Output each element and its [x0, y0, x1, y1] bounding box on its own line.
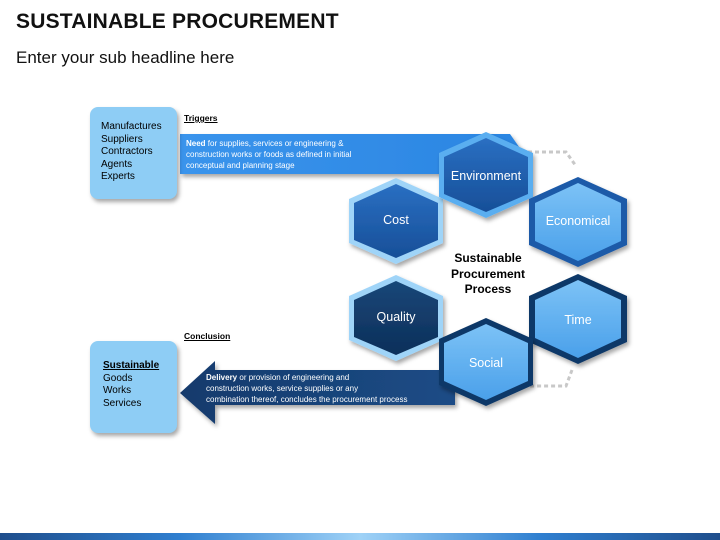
hexagon-environment — [439, 132, 533, 218]
conclusion-item: Works — [103, 385, 132, 396]
conclusion-arrow-line1: or provision of engineering and — [237, 373, 350, 382]
bottom-decorative-bar — [0, 533, 720, 540]
trigger-item: Manufactures — [101, 121, 162, 132]
connector-environment-economical — [528, 150, 578, 167]
triggers-label: Triggers — [184, 113, 218, 123]
conclusion-arrow — [180, 361, 455, 424]
triggers-arrow-line1: for supplies, services or engineering & — [205, 139, 344, 148]
hex-label-environment: Environment — [450, 169, 522, 183]
triggers-arrow-text: Need for supplies, services or engineeri… — [186, 138, 351, 171]
conclusion-label: Conclusion — [184, 331, 231, 341]
hexagon-quality — [349, 275, 443, 361]
conclusion-box: Sustainable Goods Works Services — [90, 341, 177, 433]
center-label-line1: Sustainable — [454, 251, 522, 265]
triggers-box: Manufactures Suppliers Contractors Agent… — [90, 107, 177, 199]
conclusion-arrow-bold: Delivery — [206, 373, 238, 382]
triggers-arrow — [180, 134, 524, 174]
center-label-line3: Process — [464, 282, 512, 296]
process-center-label: Sustainable Procurement Process — [438, 251, 538, 298]
conclusion-item: Goods — [103, 372, 133, 384]
hexagon-time — [529, 274, 627, 364]
triggers-arrow-line2: construction works or foods as defined i… — [186, 150, 352, 159]
hex-label-time: Time — [564, 313, 592, 327]
connector-time-social — [522, 369, 574, 388]
trigger-item: Contractors — [101, 146, 153, 157]
triggers-arrow-line3: conceptual and planning stage — [186, 161, 295, 170]
page-title: SUSTAINABLE PROCUREMENT — [16, 10, 339, 33]
conclusion-item: Services — [103, 397, 142, 409]
hex-label-social: Social — [468, 356, 504, 370]
page-subtitle: Enter your sub headline here — [16, 48, 235, 67]
hex-label-quality: Quality — [376, 310, 416, 324]
conclusion-arrow-line3: combination thereof, concludes the procu… — [206, 395, 408, 404]
trigger-item: Suppliers — [101, 133, 143, 145]
triggers-arrow-bold: Need — [186, 139, 206, 148]
conclusion-arrow-line2: construction works, service supplies or … — [206, 384, 359, 393]
center-label-line2: Procurement — [450, 266, 526, 281]
conclusion-arrow-text: Delivery or provision of engineering and… — [206, 372, 407, 405]
hexagon-cost — [349, 178, 443, 264]
trigger-item: Experts — [101, 171, 135, 182]
trigger-item: Agents — [101, 158, 133, 170]
hexagon-social — [439, 318, 533, 406]
hex-label-cost: Cost — [383, 213, 409, 227]
hexagon-economical — [529, 177, 627, 267]
hex-label-economical: Economical — [545, 214, 611, 228]
conclusion-heading: Sustainable — [103, 360, 160, 371]
